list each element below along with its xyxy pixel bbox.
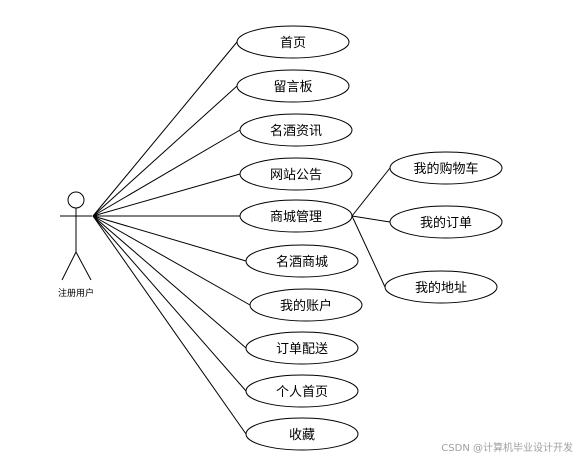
actor-label: 注册用户 [58,287,94,299]
association-wine-mall [92,215,247,262]
use-case-my-address-label: 我的地址 [415,280,467,296]
use-case-site-notice-shape [239,157,353,191]
use-case-wine-news: 名酒资讯 [239,113,353,147]
use-case-site-notice: 网站公告 [239,157,353,191]
use-case-wine-mall: 名酒商城 [245,244,359,278]
use-case-wine-mall-shape [245,244,359,278]
use-case-home-shape [236,25,350,59]
use-case-message-board-shape [236,69,350,103]
use-case-mall-management-shape [239,199,353,233]
use-case-wine-news-label: 名酒资讯 [270,123,322,139]
use-case-my-orders-label: 我的订单 [420,215,472,231]
use-case-message-board: 留言板 [236,69,350,103]
use-case-order-delivery-shape [245,331,359,365]
use-case-personal-home-label: 个人首页 [276,385,328,400]
watermark: CSDN @计算机毕业设计开发 [441,441,573,454]
association-site-notice [92,173,241,217]
association-home [92,41,238,217]
use-case-favorites-label: 收藏 [289,428,315,443]
use-case-mall-management: 商城管理 [239,199,353,233]
actor-left-leg [61,251,77,281]
use-case-cart-shape [389,151,503,185]
association-favorites [92,215,247,435]
use-case-cart-label: 我的购物车 [413,161,478,177]
association-lines [92,41,391,435]
use-case-my-orders: 我的订单 [389,205,503,239]
use-case-home: 首页 [236,25,350,59]
actor-right-leg [75,251,92,281]
association-message-board [92,85,238,217]
use-case-personal-home-shape [245,374,359,408]
use-case-my-orders-shape [389,205,503,239]
association-cart [351,167,391,217]
actor-registered-user: 注册用户 [58,191,94,299]
use-case-personal-home: 个人首页 [245,374,359,408]
use-case-cart: 我的购物车 [389,151,503,185]
use-case-home-label: 首页 [280,36,306,51]
use-case-my-account-label: 我的账户 [280,298,332,314]
use-case-wine-news-shape [239,113,353,147]
use-case-message-board-label: 留言板 [273,80,312,95]
association-my-account [92,215,251,306]
use-case-site-notice-label: 网站公告 [270,168,322,183]
use-case-my-account-shape [249,288,363,322]
association-wine-news [92,129,241,217]
use-case-order-delivery-label: 订单配送 [276,342,328,357]
actor-head [67,191,85,209]
association-personal-home [92,215,247,392]
use-case-favorites: 收藏 [245,417,359,451]
use-case-mall-management-label: 商城管理 [270,210,322,225]
use-case-favorites-shape [245,417,359,451]
association-my-orders [351,215,391,223]
use-case-wine-mall-label: 名酒商城 [276,254,328,270]
use-case-order-delivery: 订单配送 [245,331,359,365]
association-order-delivery [92,215,247,349]
use-case-my-address-shape [384,270,498,304]
use-case-my-address: 我的地址 [384,270,498,304]
use-case-my-account: 我的账户 [249,288,363,322]
association-my-address [351,215,386,288]
